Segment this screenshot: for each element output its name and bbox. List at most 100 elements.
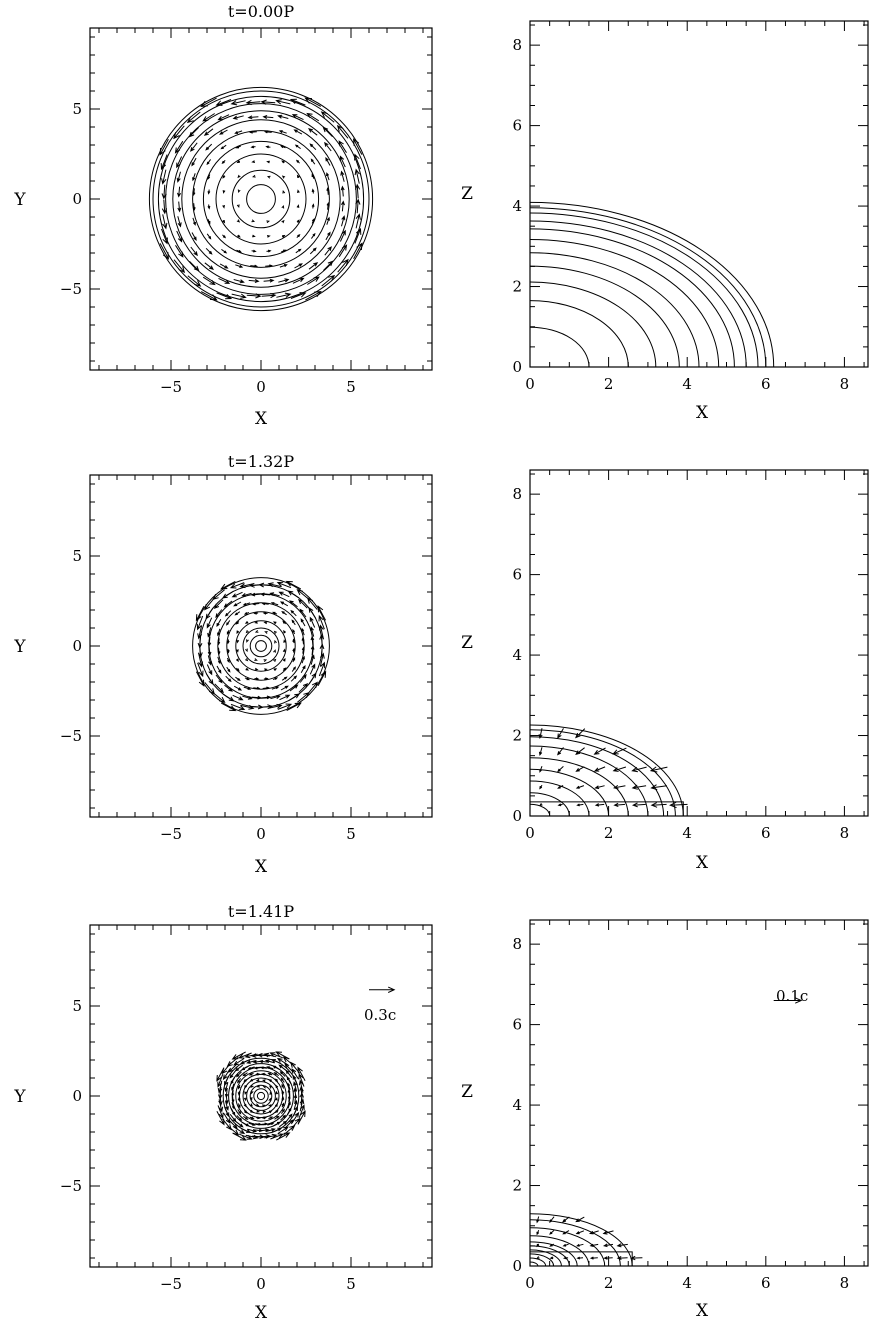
- velocity-vector: [355, 198, 361, 214]
- velocity-vector: [161, 228, 168, 245]
- y-axis-label: Z: [461, 633, 473, 653]
- velocity-vector: [298, 1079, 304, 1093]
- velocity-vector: [242, 1072, 248, 1077]
- velocity-vector: [575, 1216, 585, 1223]
- velocity-vector: [536, 1216, 540, 1224]
- velocity-vector: [251, 695, 263, 700]
- x-axis-label: X: [255, 857, 268, 877]
- velocity-vector: [309, 247, 317, 255]
- velocity-vector: [222, 204, 225, 209]
- velocity-vector: [309, 663, 316, 675]
- x-tick-label: 0: [525, 824, 535, 842]
- velocity-vector: [298, 1104, 305, 1118]
- density-contour: [530, 239, 720, 367]
- y-tick-label: 2: [512, 727, 522, 745]
- velocity-vector: [237, 1103, 241, 1109]
- x-tick-label: 6: [761, 375, 771, 393]
- density-contour: [215, 153, 307, 245]
- velocity-vector: [264, 1133, 278, 1139]
- velocity-vector: [236, 630, 240, 635]
- velocity-vector: [279, 264, 288, 268]
- velocity-vector: [197, 625, 203, 640]
- velocity-vector: [280, 1114, 287, 1121]
- velocity-vector: [263, 677, 269, 681]
- velocity-vector: [262, 1110, 267, 1114]
- density-contours: [530, 724, 684, 816]
- velocity-vector: [261, 1104, 266, 1108]
- velocity-vector: [237, 1097, 241, 1102]
- velocity-vector: [231, 591, 243, 598]
- density-contour: [249, 634, 273, 658]
- velocity-vector: [602, 1243, 614, 1248]
- velocity-vector: [261, 292, 277, 299]
- velocity-vector: [310, 654, 315, 665]
- velocity-vector: [307, 276, 320, 285]
- velocity-vector: [283, 639, 287, 643]
- velocity-vector: [273, 1071, 279, 1077]
- density-contour: [157, 95, 365, 303]
- density-contour: [530, 1253, 555, 1266]
- density-contour: [530, 207, 767, 367]
- velocity-vector: [279, 694, 291, 701]
- velocity-vector: [254, 677, 260, 681]
- velocity-vector: [287, 590, 300, 599]
- velocity-vector: [190, 142, 198, 152]
- velocity-vector: [286, 1107, 292, 1116]
- y-tick-label: 0: [512, 807, 522, 825]
- velocity-vector: [321, 274, 336, 287]
- velocity-vector: [173, 259, 186, 274]
- density-contour: [226, 611, 296, 681]
- velocity-vector: [235, 145, 241, 149]
- velocity-vector: [278, 130, 287, 134]
- axis-ticks: [529, 21, 868, 368]
- velocity-vector: [296, 219, 300, 223]
- velocity-vector: [236, 639, 240, 644]
- surface-edge: [530, 1251, 633, 1266]
- y-axis-label: Y: [13, 190, 26, 210]
- velocity-vector: [222, 219, 226, 224]
- velocity-vector: [207, 174, 211, 180]
- velocity-vector: [230, 703, 246, 711]
- velocity-vector: [224, 610, 232, 617]
- velocity-vector: [202, 113, 215, 122]
- velocity-vector: [291, 666, 296, 672]
- velocity-vector: [206, 159, 212, 166]
- velocity-vector: [261, 1122, 269, 1126]
- velocity-vector: [310, 158, 316, 165]
- velocity-vector: [589, 1243, 599, 1247]
- reference-vector-arrow: [369, 986, 396, 993]
- velocity-vector: [236, 204, 240, 208]
- velocity-vector: [284, 1063, 294, 1073]
- density-contour: [530, 326, 590, 367]
- velocity-vector: [265, 145, 271, 149]
- x-tick-label: 4: [682, 375, 692, 393]
- velocity-vector: [279, 601, 289, 607]
- velocity-vector: [272, 621, 277, 625]
- velocity-vector: [536, 1243, 540, 1248]
- velocity-vector: [239, 1059, 251, 1065]
- velocity-vector: [304, 97, 322, 107]
- velocity-vector: [576, 1243, 584, 1247]
- velocity-vector: [215, 99, 232, 106]
- velocity-vector: [248, 1072, 254, 1076]
- density-contour: [530, 281, 657, 367]
- velocity-vector: [215, 674, 223, 684]
- velocity-vector: [293, 1081, 297, 1092]
- velocity-vector: [264, 631, 268, 634]
- x-axis-label: X: [696, 403, 709, 423]
- velocity-vector: [244, 1053, 258, 1059]
- y-tick-label: 4: [512, 646, 522, 664]
- velocity-vector: [187, 275, 202, 287]
- velocity-vector: [251, 160, 256, 163]
- velocity-vector: [255, 1122, 262, 1126]
- velocity-vector: [310, 644, 315, 656]
- density-contour: [530, 792, 570, 816]
- velocity-vector: [271, 1127, 283, 1133]
- x-tick-label: 6: [761, 1274, 771, 1292]
- density-contour: [530, 768, 610, 816]
- velocity-vector: [266, 175, 271, 179]
- velocity-vector: [235, 676, 241, 681]
- velocity-vector: [274, 1096, 278, 1101]
